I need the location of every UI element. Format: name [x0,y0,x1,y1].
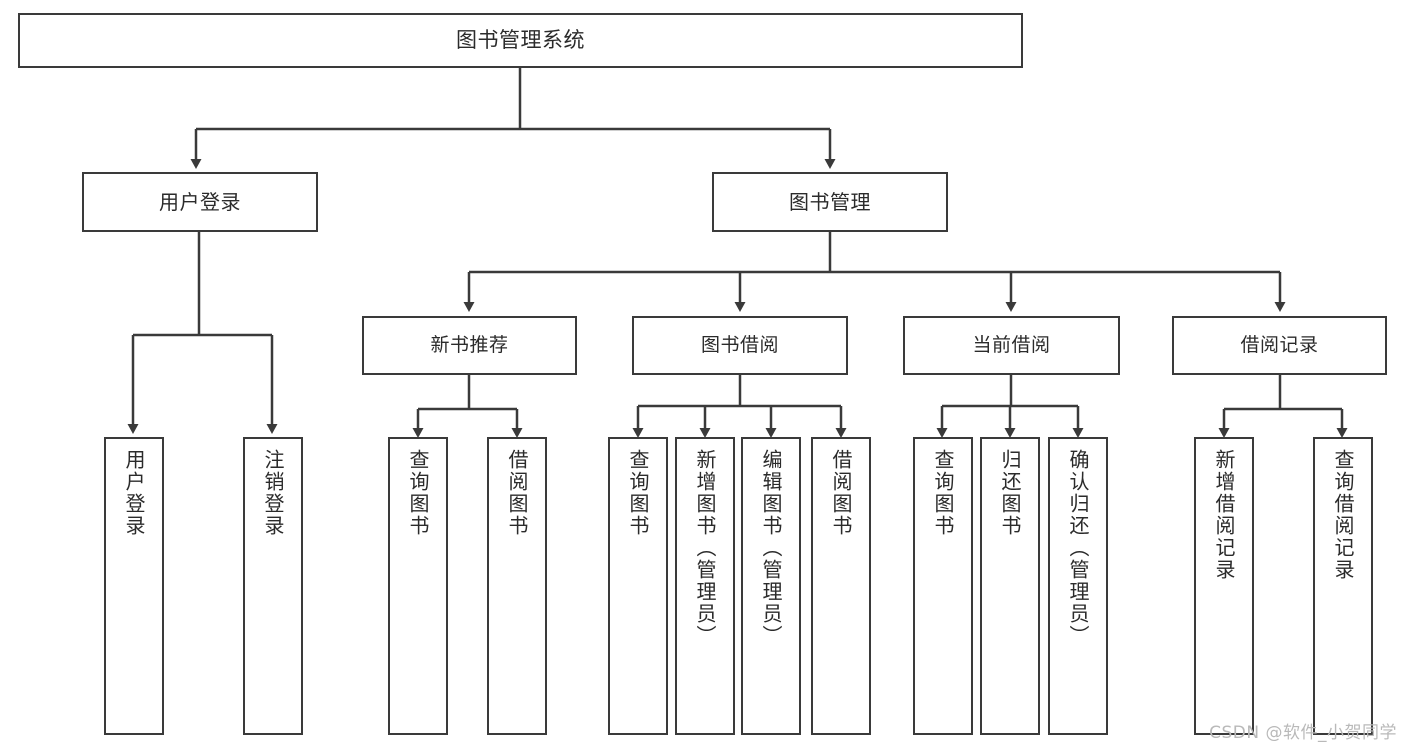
node-label: 图书管理 [789,189,871,214]
node-label: 用户登录 [122,449,146,537]
node-label: 查询图书 [931,449,955,537]
leaf-user-login-login[interactable]: 用户登录 [104,437,164,735]
node-label: 新增借阅记录 [1212,449,1236,581]
node-label: 编辑图书（管理员） [759,449,783,647]
watermark-text: CSDN @软件_小贺同学 [1209,723,1397,743]
leaf-book-borrow-query-book[interactable]: 查询图书 [608,437,668,735]
leaf-borrow-record-add-record[interactable]: 新增借阅记录 [1194,437,1254,735]
leaf-book-borrow-edit-book-admin[interactable]: 编辑图书（管理员） [741,437,801,735]
node-label: 图书借阅 [700,333,779,356]
leaf-book-borrow-add-book-admin[interactable]: 新增图书（管理员） [675,437,735,735]
node-current-borrow[interactable]: 当前借阅 [903,316,1120,375]
node-new-book-recommendation[interactable]: 新书推荐 [362,316,577,375]
node-label: 新书推荐 [430,333,509,356]
leaf-new-book-query-book[interactable]: 查询图书 [388,437,448,735]
leaf-user-login-logout[interactable]: 注销登录 [243,437,303,735]
node-label: 当前借阅 [972,333,1051,356]
node-label: 查询图书 [626,449,650,537]
node-label: 查询图书 [406,449,430,537]
node-borrow-record[interactable]: 借阅记录 [1172,316,1387,375]
leaf-current-borrow-query-book[interactable]: 查询图书 [913,437,973,735]
leaf-current-borrow-return-book[interactable]: 归还图书 [980,437,1040,735]
node-label: 查询借阅记录 [1331,449,1355,581]
node-label: 借阅记录 [1240,333,1319,356]
node-label: 注销登录 [261,449,285,537]
node-label: 借阅图书 [829,449,853,537]
node-user-login[interactable]: 用户登录 [82,172,318,232]
leaf-book-borrow-borrow-book[interactable]: 借阅图书 [811,437,871,735]
node-label: 借阅图书 [505,449,529,537]
leaf-new-book-borrow-book[interactable]: 借阅图书 [487,437,547,735]
node-label: 新增图书（管理员） [693,449,717,647]
node-label: 用户登录 [159,189,241,214]
node-root-book-management-system[interactable]: 图书管理系统 [18,13,1023,68]
node-book-management[interactable]: 图书管理 [712,172,948,232]
node-book-borrow[interactable]: 图书借阅 [632,316,848,375]
leaf-current-borrow-confirm-return-admin[interactable]: 确认归还（管理员） [1048,437,1108,735]
leaf-borrow-record-query-record[interactable]: 查询借阅记录 [1313,437,1373,735]
node-label: 图书管理系统 [456,27,585,52]
node-label: 确认归还（管理员） [1066,449,1090,647]
node-label: 归还图书 [998,449,1022,537]
